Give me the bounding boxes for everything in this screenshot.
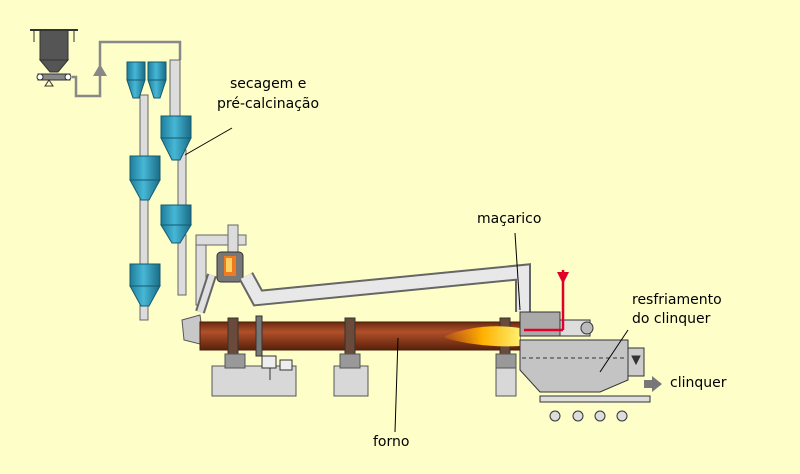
conveyor-icon — [539, 395, 651, 422]
cooling-label-line1: resfriamento — [632, 292, 722, 308]
cyclone-icon — [126, 61, 192, 307]
tertiary-air-duct — [238, 263, 531, 312]
clinker-label: clinquer — [670, 375, 727, 391]
burner-flame-icon — [445, 326, 520, 347]
clinker-arrow-icon — [644, 376, 662, 392]
burner-label: maçarico — [477, 211, 542, 227]
feed-arrow-icon — [93, 64, 107, 76]
leader-lines — [184, 127, 629, 433]
cooling-label-line2: do clinquer — [632, 311, 711, 327]
cooler-fan-icon — [580, 321, 594, 335]
riser-duct — [195, 273, 217, 314]
drying-label-line2: pré-calcinação — [217, 96, 320, 112]
calciner-icon — [216, 251, 244, 283]
fuel-arrow-icon — [524, 270, 569, 332]
kiln-supports — [211, 353, 517, 397]
feed-line — [72, 40, 182, 98]
kiln-label: forno — [373, 434, 410, 450]
clinker-cooler — [519, 311, 645, 393]
kiln-drive — [261, 355, 293, 380]
feed-silo-icon — [30, 29, 78, 87]
drying-label-line1: secagem e — [230, 76, 307, 92]
